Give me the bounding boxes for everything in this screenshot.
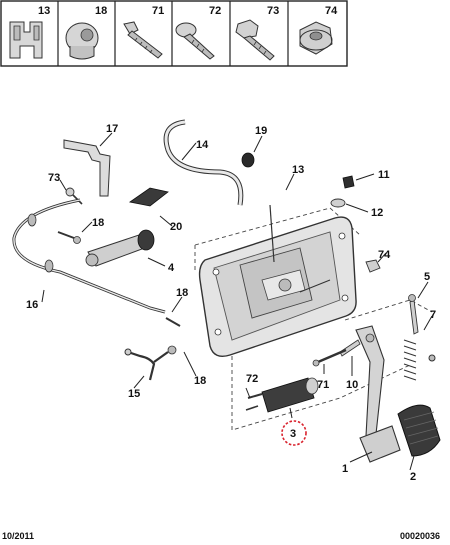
callout-1: 1 [342, 463, 348, 475]
header-label-71: 71 [152, 5, 164, 17]
callout-19: 19 [255, 125, 267, 137]
footer-reference: 00020036 [400, 531, 440, 541]
parts-header: 13 18 71 72 73 74 [0, 0, 348, 67]
part-7-spring [403, 339, 436, 381]
callout-2: 2 [410, 471, 416, 483]
header-label-13: 13 [38, 5, 50, 17]
part-1-pedal [355, 325, 401, 463]
callout-4: 4 [168, 262, 175, 274]
callout-14: 14 [196, 139, 209, 151]
callout-7: 7 [430, 309, 436, 321]
highlighted-callout-3: 3 [281, 420, 307, 446]
part-14-hose [163, 119, 244, 206]
callout-72: 72 [246, 373, 258, 385]
cap-nut-icon [65, 22, 99, 60]
header-label-18: 18 [95, 5, 107, 17]
screw-icon [175, 22, 215, 60]
callout-13: 13 [292, 164, 304, 176]
callout-16: 16 [26, 299, 38, 311]
footer-date: 10/2011 [2, 531, 34, 541]
callout-17: 17 [106, 123, 118, 135]
callout-74: 74 [378, 249, 391, 261]
part-73-screw [65, 187, 83, 205]
clip-icon [9, 21, 43, 59]
part-2-pedal-pad [397, 404, 441, 457]
part-15-hose [124, 348, 169, 381]
part-3-master-cylinder [245, 377, 319, 413]
part-4-cylinder [85, 229, 155, 267]
part-20-plate [129, 187, 169, 207]
hex-screw-icon [235, 19, 275, 61]
part-5-bolt [408, 294, 419, 335]
callout-3: 3 [290, 428, 296, 440]
bolt-icon [123, 21, 163, 59]
callout-12: 12 [371, 207, 383, 219]
callout-15: 15 [128, 388, 140, 400]
header-label-74: 74 [325, 5, 338, 17]
callout-10: 10 [346, 379, 358, 391]
callout-71: 71 [317, 379, 329, 391]
callout-18-mid: 18 [176, 287, 188, 299]
footer: 10/2011 00020036 [2, 531, 440, 541]
flange-nut-icon [299, 21, 333, 55]
callout-73: 73 [48, 172, 60, 184]
header-label-72: 72 [209, 5, 221, 17]
header-label-73: 73 [267, 5, 279, 17]
callout-18-low: 18 [194, 375, 206, 387]
part-11-fitting [342, 175, 355, 189]
callout-18-top: 18 [92, 217, 104, 229]
callout-5: 5 [424, 271, 430, 283]
callout-11: 11 [378, 169, 390, 181]
callout-numbers: 17 14 19 13 11 12 73 18 20 74 4 16 18 5 … [26, 123, 436, 483]
leader-lines [41, 132, 433, 471]
part-17-bracket [63, 139, 111, 197]
part-12-washer [330, 198, 346, 208]
part-16-pipe [12, 198, 166, 314]
part-74-nut [365, 259, 381, 273]
part-19-grommet [241, 152, 255, 168]
part-10-pin [339, 339, 361, 357]
pedal-box-housing [198, 204, 357, 358]
part-18-fittings [57, 231, 181, 355]
part-71-bolt [312, 348, 347, 367]
callout-20: 20 [170, 221, 182, 233]
